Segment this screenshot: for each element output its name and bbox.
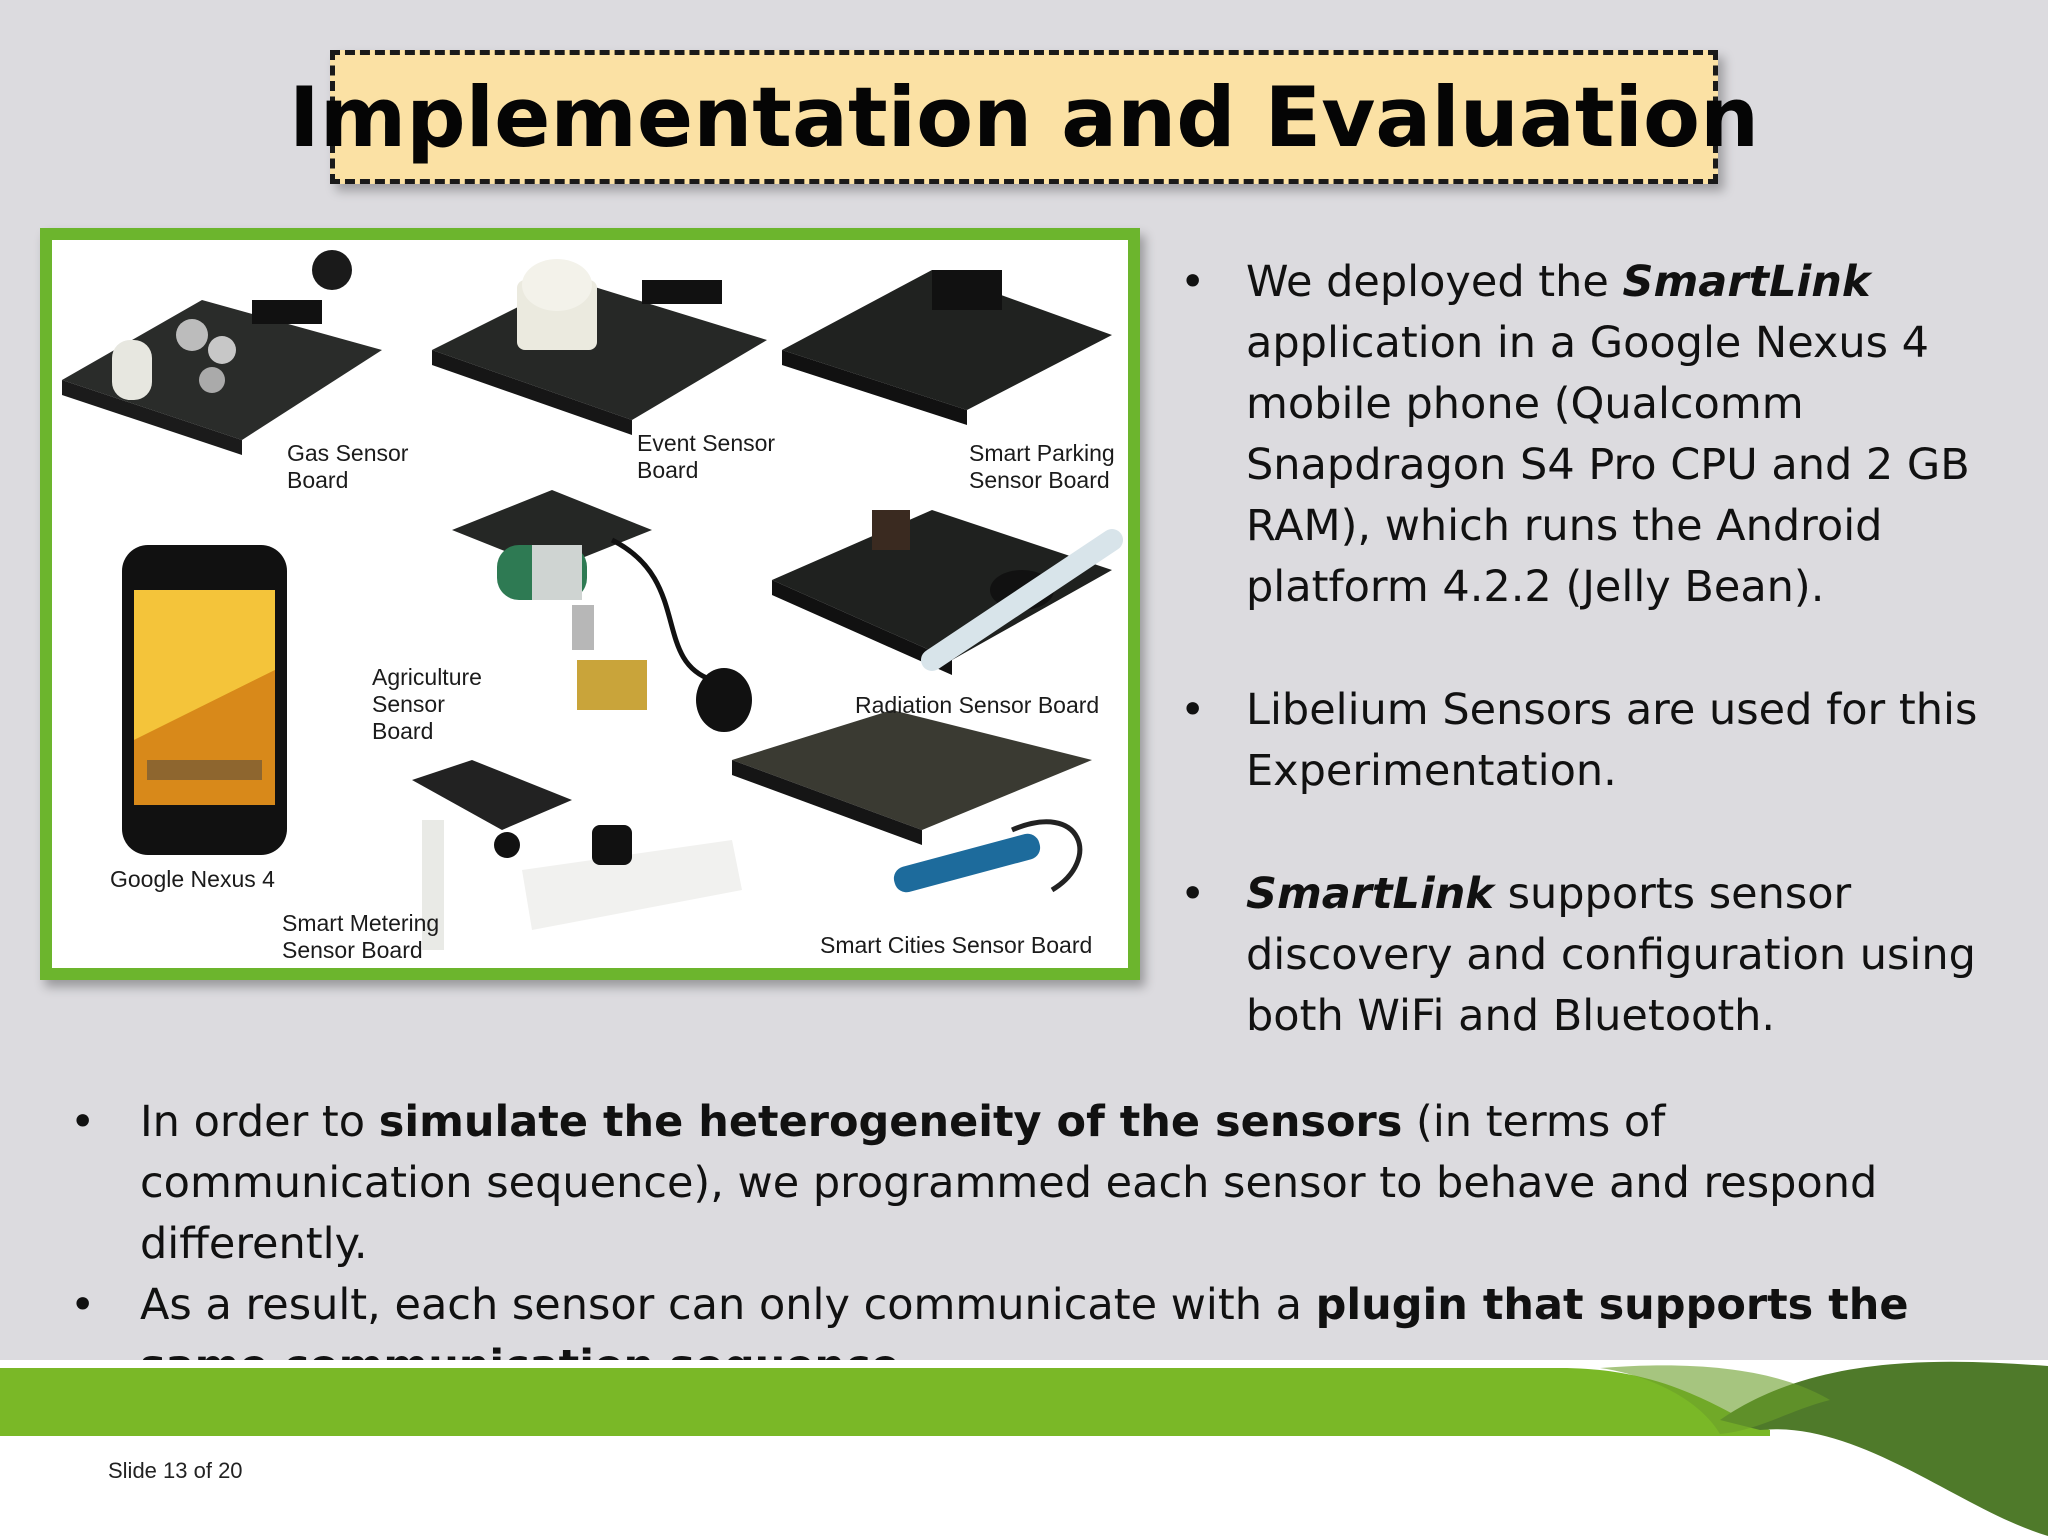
label-smart-cities-board: Smart Cities Sensor Board — [820, 932, 1093, 958]
event-sensor-board-image — [432, 259, 767, 435]
bullet-discovery: SmartLink supports sensor discovery and … — [1180, 864, 2020, 1047]
slide-title: Implementation and Evaluation — [288, 68, 1760, 166]
bullet-deployment: We deployed the SmartLink application in… — [1180, 252, 2020, 618]
sensor-boards-illustration — [62, 250, 1123, 950]
label-smart-metering-board: Smart Metering Sensor Board — [282, 910, 440, 963]
radiation-sensor-board-image — [772, 510, 1123, 675]
smart-parking-board-image — [782, 270, 1112, 425]
label-smart-parking-board: Smart Parking Sensor Board — [969, 440, 1115, 493]
label-google-nexus: Google Nexus 4 — [110, 866, 275, 892]
footer-band — [0, 1360, 2048, 1536]
smart-cities-board-image — [732, 710, 1092, 893]
sensor-boards-photo: Gas Sensor Board Event Sensor Board Smar… — [40, 228, 1140, 980]
gas-sensor-board-image — [62, 250, 382, 455]
smartlink-emphasis: SmartLink — [1246, 869, 1494, 919]
agriculture-sensor-board-image — [452, 490, 752, 732]
right-bullet-list: We deployed the SmartLink application in… — [1180, 252, 2020, 1109]
google-nexus-phone-image — [122, 545, 287, 855]
label-radiation-board: Radiation Sensor Board — [855, 692, 1100, 718]
footer-wave-graphic — [0, 1360, 2048, 1536]
smartlink-emphasis: SmartLink — [1622, 257, 1871, 307]
slide-title-box: Implementation and Evaluation — [289, 50, 1759, 184]
bullet-libelium: Libelium Sensors are used for this Exper… — [1180, 680, 2020, 802]
label-gas-sensor-board: Gas Sensor Board — [287, 440, 409, 493]
slide-number: Slide 13 of 20 — [108, 1458, 243, 1483]
bottom-bullet-list: In order to simulate the heterogeneity o… — [70, 1092, 1990, 1397]
label-event-sensor-board: Event Sensor Board — [637, 430, 776, 483]
label-agriculture-board: Agriculture Sensor Board — [372, 664, 482, 744]
smart-metering-board-image — [412, 760, 742, 950]
bullet-heterogeneity: In order to simulate the heterogeneity o… — [70, 1092, 1990, 1275]
